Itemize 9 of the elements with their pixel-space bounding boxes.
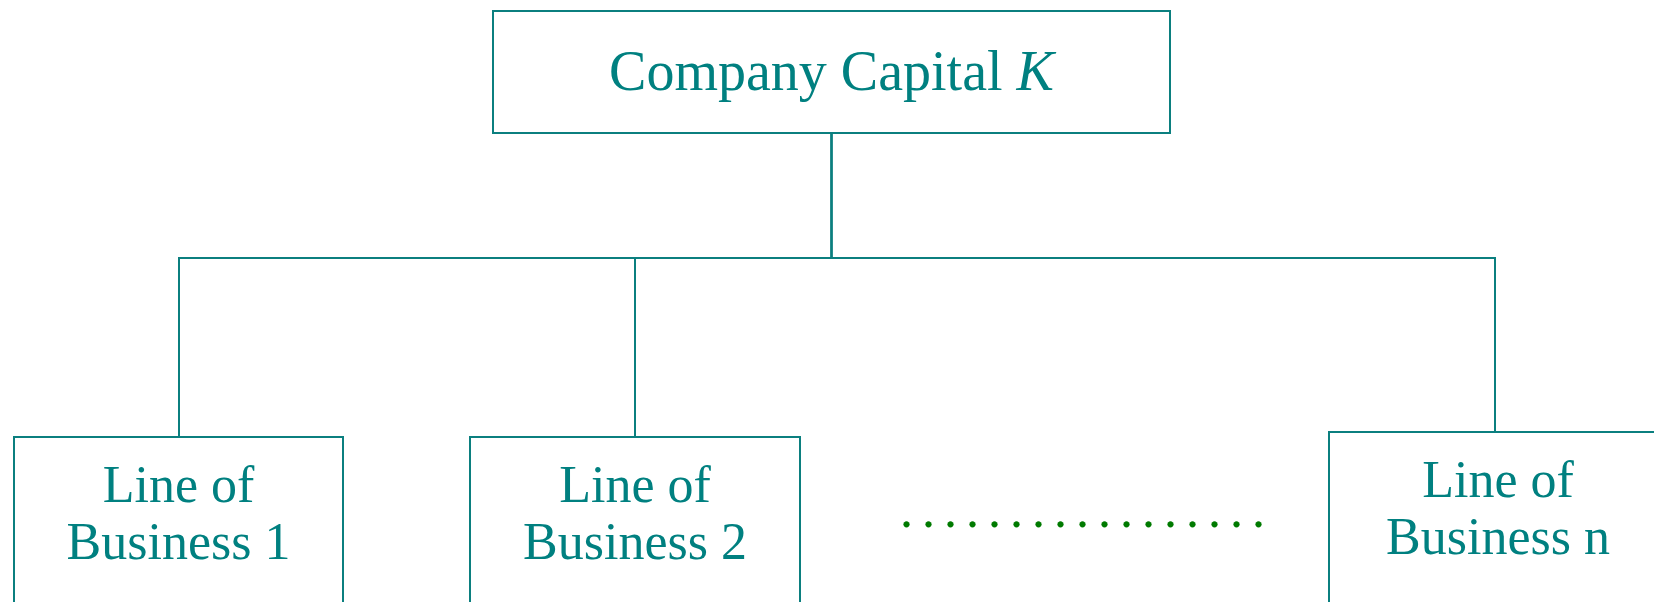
business-box bbox=[469, 436, 801, 602]
box-label: Line of Business 1 bbox=[65, 456, 292, 571]
box-label: Line of Business n bbox=[1385, 451, 1611, 566]
box-label: Line of Business 2 bbox=[522, 456, 748, 571]
ellipsis-dots: ................. bbox=[900, 480, 1274, 539]
business-box bbox=[1328, 431, 1654, 602]
business-box bbox=[13, 436, 344, 602]
business-box bbox=[492, 10, 1171, 134]
connector-line bbox=[830, 133, 1496, 432]
